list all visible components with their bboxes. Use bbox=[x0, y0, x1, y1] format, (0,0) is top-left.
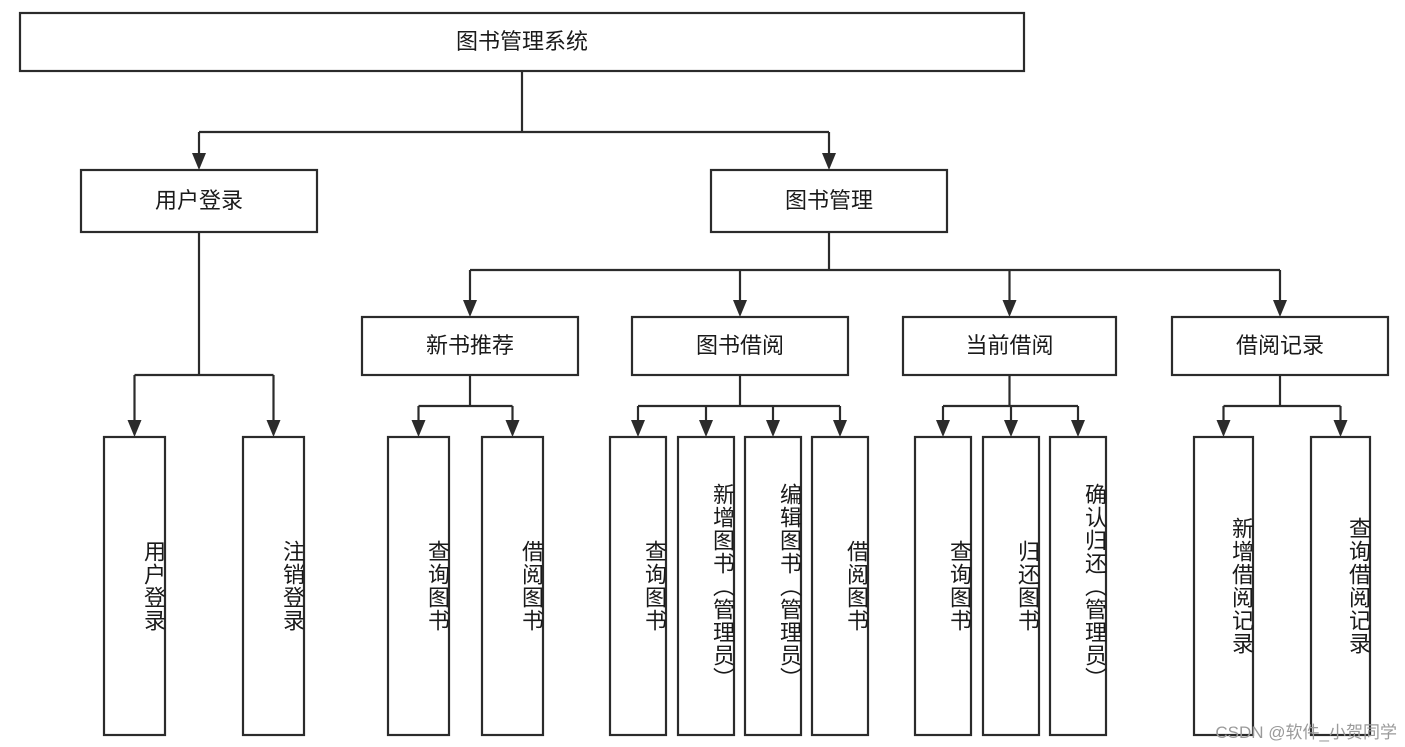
node-box-root bbox=[18, 11, 1026, 73]
node-box-leaf-query-book-recommend bbox=[386, 435, 451, 737]
connector-recommend-to-leaves bbox=[411, 375, 520, 437]
connector-userlogin-to-leaves bbox=[127, 232, 281, 437]
node-box-borrow-record bbox=[1170, 315, 1390, 377]
node-box-leaf-query-book-borrow bbox=[608, 435, 668, 737]
watermark-text: CSDN @软件_小贺同学 bbox=[1215, 723, 1397, 742]
connector-root-to-level2 bbox=[192, 71, 836, 170]
node-box-leaf-borrow-book bbox=[810, 435, 870, 737]
node-box-leaf-query-book-current bbox=[913, 435, 973, 737]
node-box-leaf-edit-book-admin bbox=[743, 435, 803, 737]
node-boxes-layer bbox=[18, 11, 1390, 737]
connector-record-to-leaves bbox=[1216, 375, 1348, 437]
node-box-new-book-recommend bbox=[360, 315, 580, 377]
node-box-leaf-confirm-return-admin bbox=[1048, 435, 1108, 737]
node-box-leaf-borrow-book-recommend bbox=[480, 435, 545, 737]
node-label-new-book-recommend: 新书推荐 bbox=[426, 333, 514, 358]
node-box-leaf-user-login bbox=[102, 435, 167, 737]
node-label-root: 图书管理系统 bbox=[456, 29, 588, 54]
connector-bookmanage-to-level3 bbox=[463, 232, 1287, 317]
node-label-book-manage: 图书管理 bbox=[785, 188, 873, 213]
node-box-leaf-return-book bbox=[981, 435, 1041, 737]
node-box-leaf-add-book-admin bbox=[676, 435, 736, 737]
node-box-leaf-logout bbox=[241, 435, 306, 737]
node-label-borrow-record: 借阅记录 bbox=[1236, 333, 1324, 358]
node-box-leaf-query-borrow-record bbox=[1309, 435, 1372, 737]
connectors-layer bbox=[127, 71, 1348, 437]
node-box-user-login bbox=[79, 168, 319, 234]
node-box-leaf-add-borrow-record bbox=[1192, 435, 1255, 737]
node-box-current-borrow bbox=[901, 315, 1118, 377]
connector-borrow-to-leaves bbox=[631, 375, 847, 437]
connector-current-to-leaves bbox=[936, 375, 1085, 437]
node-label-book-borrow: 图书借阅 bbox=[696, 333, 784, 358]
node-label-current-borrow: 当前借阅 bbox=[965, 333, 1053, 358]
node-box-book-manage bbox=[709, 168, 949, 234]
node-label-user-login: 用户登录 bbox=[155, 188, 243, 213]
node-box-book-borrow bbox=[630, 315, 850, 377]
